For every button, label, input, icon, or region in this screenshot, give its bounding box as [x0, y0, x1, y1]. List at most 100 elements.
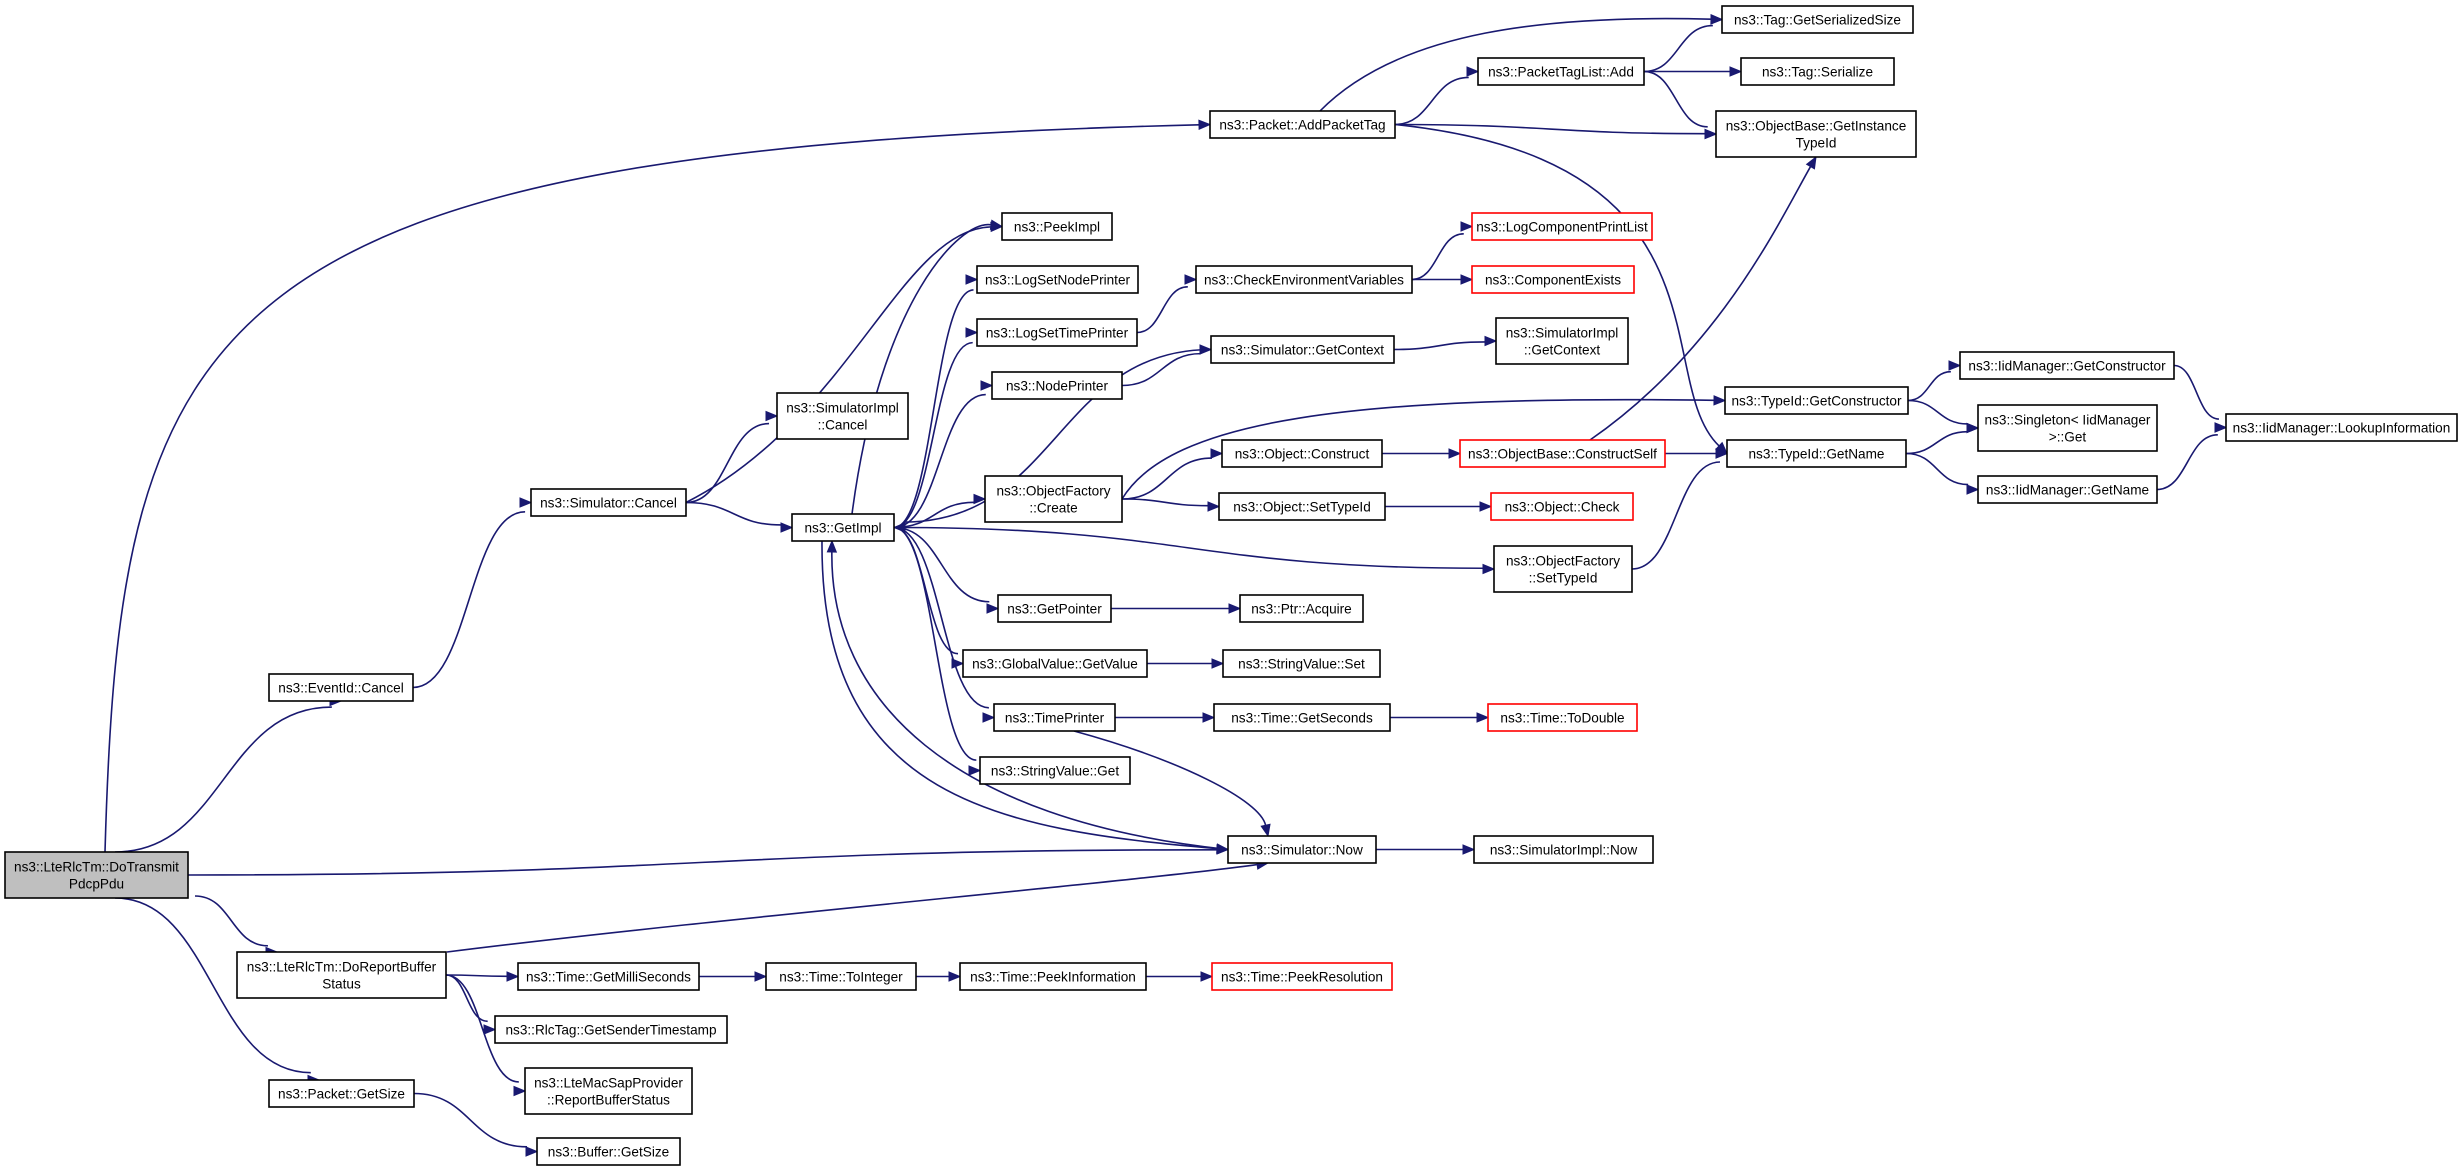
- function-node-tagGetSerializedSize[interactable]: ns3::Tag::GetSerializedSize: [1721, 5, 1914, 34]
- function-node-iidGetConstructor[interactable]: ns3::IidManager::GetConstructor: [1959, 351, 2175, 380]
- node-box: [1222, 649, 1381, 678]
- function-node-timePrinter[interactable]: ns3::TimePrinter: [993, 703, 1116, 732]
- function-node-getPointer[interactable]: ns3::GetPointer: [997, 594, 1112, 623]
- arrowhead-icon: [483, 1024, 497, 1035]
- arrowhead-icon: [965, 327, 979, 338]
- function-node-nodePrinter[interactable]: ns3::NodePrinter: [991, 371, 1123, 400]
- function-node-timeGetSeconds[interactable]: ns3::Time::GetSeconds: [1213, 703, 1391, 732]
- function-node-objectFactoryCreate[interactable]: ns3::ObjectFactory::Create: [984, 475, 1123, 523]
- function-node-getImpl[interactable]: ns3::GetImpl: [791, 513, 895, 542]
- edge-line: [893, 526, 959, 655]
- function-node-singletonGet[interactable]: ns3::Singleton< IidManager >::Get: [1977, 404, 2158, 452]
- function-node-checkEnvVars[interactable]: ns3::CheckEnvironmentVariables: [1195, 265, 1413, 294]
- node-box: [976, 318, 1138, 347]
- node-box: [1977, 475, 2158, 504]
- function-node-globalValueGetValue[interactable]: ns3::GlobalValue::GetValue: [962, 649, 1148, 678]
- function-node-logSetTimePrinter[interactable]: ns3::LogSetTimePrinter: [976, 318, 1138, 347]
- call-edge-root-to-doReportBufferStatus: [194, 895, 279, 958]
- call-edge-iidGetConstructor-to-iidLookup: [2173, 364, 2228, 433]
- function-node-logSetNodePrinter[interactable]: ns3::LogSetNodePrinter: [976, 265, 1139, 294]
- arrowhead-icon: [513, 1085, 527, 1097]
- edge-line: [1643, 70, 1708, 128]
- arrowhead-icon: [1715, 448, 1729, 459]
- node-label: ns3::Tag::Serialize: [1762, 65, 1873, 80]
- arrowhead-icon: [968, 765, 982, 776]
- node-label: ns3::Time::GetMilliSeconds: [526, 970, 691, 985]
- function-node-simImplGetContext[interactable]: ns3::SimulatorImpl::GetContext: [1495, 317, 1629, 365]
- function-node-simImplNow[interactable]: ns3::SimulatorImpl::Now: [1473, 835, 1654, 864]
- function-node-tagSerialize[interactable]: ns3::Tag::Serialize: [1740, 57, 1895, 86]
- function-node-packetTagListAdd[interactable]: ns3::PacketTagList::Add: [1477, 57, 1645, 86]
- node-label: ns3::GetPointer: [1007, 602, 1102, 617]
- arrowhead-icon: [1460, 221, 1474, 232]
- function-node-timeGetMilliSeconds[interactable]: ns3::Time::GetMilliSeconds: [517, 962, 700, 991]
- edge-line: [1393, 341, 1486, 351]
- arrowhead-icon: [1710, 14, 1724, 25]
- arrowhead-icon: [1228, 603, 1242, 614]
- function-node-objectConstruct[interactable]: ns3::Object::Construct: [1221, 439, 1383, 468]
- function-node-ptrAcquire[interactable]: ns3::Ptr::Acquire: [1239, 594, 1364, 623]
- node-label: ns3::IidManager::GetConstructor: [1968, 359, 2166, 374]
- function-node-simImplCancel[interactable]: ns3::SimulatorImpl::Cancel: [776, 392, 909, 440]
- function-node-iidGetName[interactable]: ns3::IidManager::GetName: [1977, 475, 2158, 504]
- function-node-simGetContext[interactable]: ns3::Simulator::GetContext: [1210, 335, 1395, 364]
- node-box: [959, 962, 1147, 991]
- node-label: ns3::LogSetTimePrinter: [986, 326, 1129, 341]
- edge-line: [194, 895, 268, 947]
- arrowhead-icon: [1482, 563, 1496, 575]
- function-node-rlcTagGetSenderTimestamp[interactable]: ns3::RlcTag::GetSenderTimestamp: [494, 1015, 728, 1044]
- node-label: ns3::LogSetNodePrinter: [985, 273, 1131, 288]
- arrowhead-icon: [1466, 66, 1480, 77]
- node-box: [4, 851, 189, 899]
- node-label: ::Create: [1029, 501, 1077, 516]
- arrowhead-icon: [2214, 422, 2228, 433]
- function-node-timePeekResolution[interactable]: ns3::Time::PeekResolution: [1211, 962, 1393, 991]
- call-edge-objectSetTypeId-to-objectCheck: [1385, 501, 1493, 512]
- function-node-simCancel[interactable]: ns3::Simulator::Cancel: [530, 488, 687, 517]
- node-label: ns3::SimulatorImpl::Now: [1490, 843, 1637, 858]
- function-node-typeIdGetConstructor[interactable]: ns3::TypeId::GetConstructor: [1724, 386, 1909, 415]
- function-node-packetGetSize[interactable]: ns3::Packet::GetSize: [268, 1079, 415, 1108]
- call-edge-getPointer-to-ptrAcquire: [1111, 603, 1242, 614]
- arrowhead-icon: [982, 712, 996, 723]
- node-label: ns3::Packet::GetSize: [278, 1087, 405, 1102]
- function-node-macSapReportBufferStatus[interactable]: ns3::LteMacSapProvider::ReportBufferStat…: [524, 1067, 693, 1115]
- function-node-objectSetTypeId[interactable]: ns3::Object::SetTypeId: [1218, 492, 1386, 521]
- node-box: [1477, 57, 1645, 86]
- edge-line: [1905, 452, 1969, 486]
- function-node-iidLookup[interactable]: ns3::IidManager::LookupInformation: [2225, 413, 2458, 442]
- function-node-logComponentPrintList[interactable]: ns3::LogComponentPrintList: [1471, 212, 1653, 241]
- function-node-simNow[interactable]: ns3::Simulator::Now: [1227, 835, 1377, 864]
- function-node-eventIdCancel[interactable]: ns3::EventId::Cancel: [268, 673, 414, 702]
- function-node-stringValueGet[interactable]: ns3::StringValue::Get: [979, 756, 1131, 785]
- call-edge-getImpl-to-logSetNodePrinter: [893, 274, 979, 529]
- call-edge-objectFactoryCreate-to-objectSetTypeId: [1121, 498, 1221, 512]
- edge-line: [1136, 286, 1188, 334]
- node-label: ns3::ComponentExists: [1485, 273, 1621, 288]
- node-label: ns3::RlcTag::GetSenderTimestamp: [505, 1023, 716, 1038]
- function-node-typeIdGetName[interactable]: ns3::TypeId::GetName: [1726, 439, 1907, 468]
- edge-line: [1394, 123, 1720, 447]
- node-box: [1721, 5, 1914, 34]
- function-node-timeToInteger[interactable]: ns3::Time::ToInteger: [765, 962, 917, 991]
- function-node-componentExists[interactable]: ns3::ComponentExists: [1471, 265, 1635, 294]
- function-node-stringValueSet[interactable]: ns3::StringValue::Set: [1222, 649, 1381, 678]
- function-node-peekImpl[interactable]: ns3::PeekImpl: [1001, 212, 1113, 241]
- node-label: ns3::LogComponentPrintList: [1476, 220, 1648, 235]
- function-node-bufferGetSize[interactable]: ns3::Buffer::GetSize: [536, 1137, 681, 1166]
- function-node-addPacketTag[interactable]: ns3::Packet::AddPacketTag: [1209, 110, 1396, 139]
- function-node-timePeekInformation[interactable]: ns3::Time::PeekInformation: [959, 962, 1147, 991]
- edge-line: [2173, 364, 2220, 420]
- function-node-objectCheck[interactable]: ns3::Object::Check: [1490, 492, 1634, 521]
- function-node-timeToDouble[interactable]: ns3::Time::ToDouble: [1487, 703, 1638, 732]
- arrowhead-icon: [973, 493, 987, 505]
- function-node-constructSelf[interactable]: ns3::ObjectBase::ConstructSelf: [1459, 439, 1666, 468]
- edge-line: [685, 226, 992, 504]
- function-node-objectFactorySetTypeId[interactable]: ns3::ObjectFactory::SetTypeId: [1493, 545, 1633, 593]
- call-edge-getImpl-to-timePrinter: [893, 526, 996, 723]
- node-box: [1493, 545, 1633, 593]
- node-label: ns3::Simulator::Cancel: [540, 496, 677, 511]
